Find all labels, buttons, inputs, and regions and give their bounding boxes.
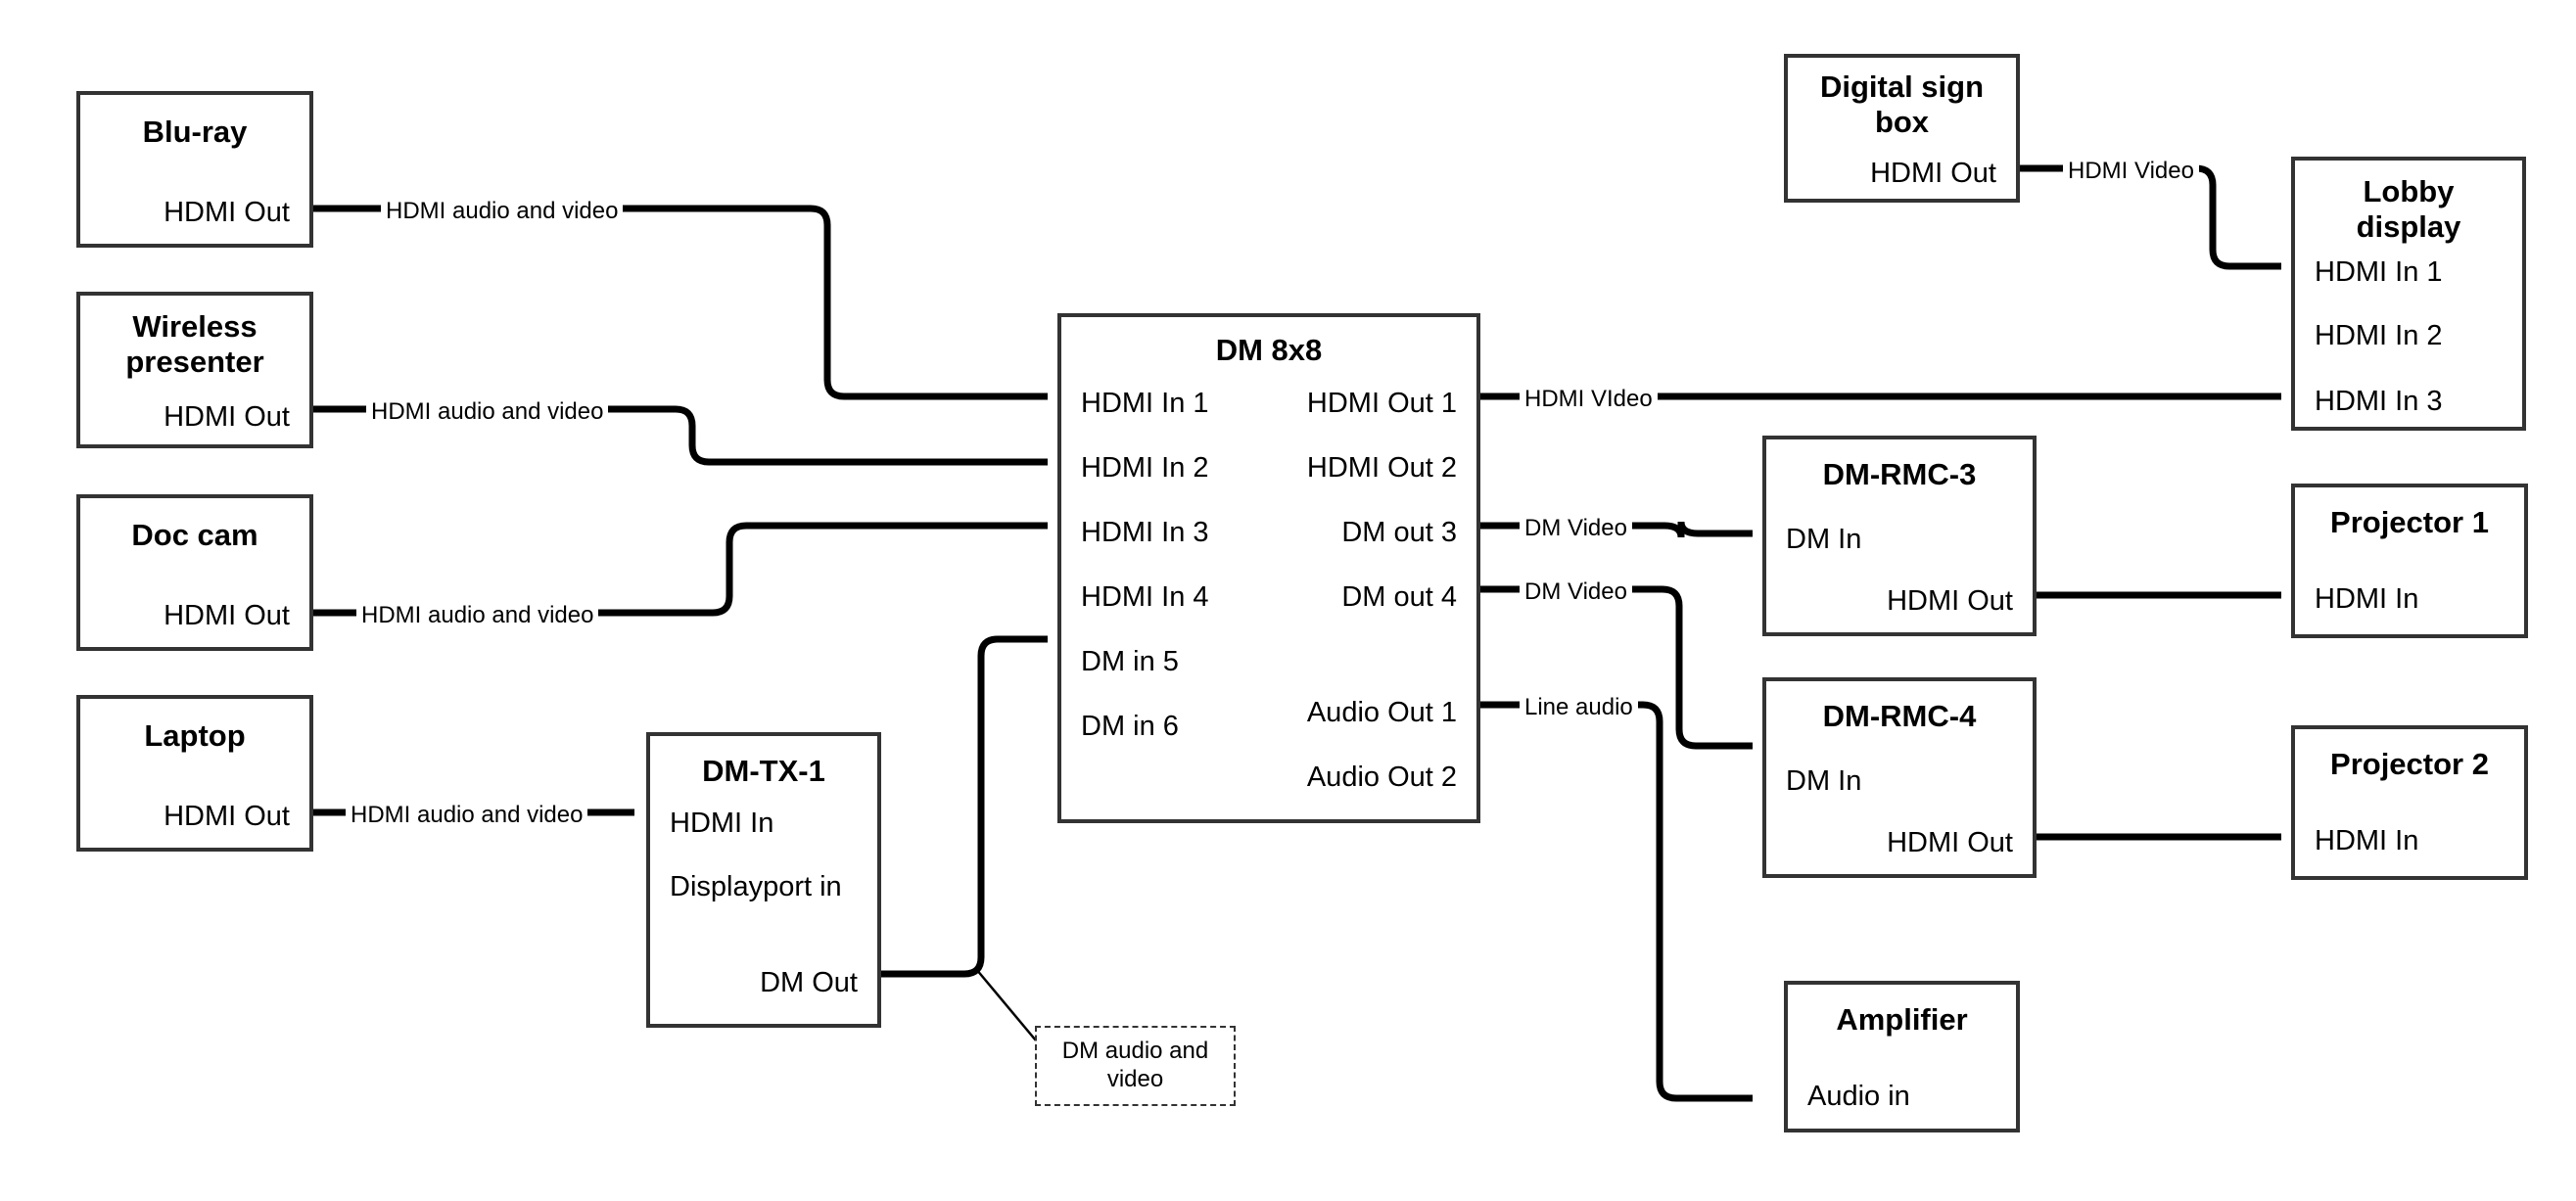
node-dm-rmc-4[interactable]: DM-RMC-4 DM In HDMI Out (1762, 677, 2037, 878)
node-doc-cam[interactable]: Doc cam HDMI Out (76, 494, 313, 651)
edge-label-dmout3-to-rmc3: DM Video (1520, 515, 1632, 542)
node-amplifier-title: Amplifier (1836, 1002, 1968, 1037)
node-bluray-title: Blu-ray (142, 115, 248, 149)
wire-dmtx1-to-dm-in5 (881, 635, 1048, 978)
wire-bluray-to-dm-in1 (313, 205, 1048, 400)
node-dm-8x8-output-dm-out-3[interactable]: DM out 3 (1341, 517, 1457, 548)
node-dm-8x8-output-hdmi-out-2[interactable]: HDMI Out 2 (1306, 452, 1457, 484)
node-wireless-presenter-port-hdmi-out[interactable]: HDMI Out (164, 401, 290, 433)
node-dm-8x8-output-audio-out-1[interactable]: Audio Out 1 (1306, 697, 1457, 728)
node-lobby-display-input-hdmi-in-2[interactable]: HDMI In 2 (2315, 320, 2443, 351)
node-digital-sign-box-title-line2: box (1874, 105, 1930, 139)
edge-label-hdmiout1-to-lobby-in3: HDMI VIdeo (1520, 386, 1658, 413)
node-dm-tx-1[interactable]: DM-TX-1 HDMI In Displayport in DM Out (646, 732, 881, 1028)
node-dm-8x8[interactable]: DM 8x8 HDMI In 1 HDMI In 2 HDMI In 3 HDM… (1057, 313, 1480, 823)
node-projector-2[interactable]: Projector 2 HDMI In (2291, 725, 2528, 880)
node-dm-8x8-title: DM 8x8 (1215, 333, 1323, 367)
node-projector-1[interactable]: Projector 1 HDMI In (2291, 484, 2528, 638)
node-dm-8x8-output-dm-out-4[interactable]: DM out 4 (1341, 581, 1457, 613)
node-wireless-presenter-title-line1: Wireless (132, 309, 258, 344)
node-dm-rmc-4-title: DM-RMC-4 (1822, 699, 1977, 733)
node-dm-rmc-3[interactable]: DM-RMC-3 DM In HDMI Out (1762, 436, 2037, 636)
wire-dmout4-to-rmc4 (1480, 585, 1753, 750)
node-dm-8x8-input-hdmi-in-2[interactable]: HDMI In 2 (1081, 452, 1209, 484)
node-dm-8x8-output-audio-out-2[interactable]: Audio Out 2 (1306, 762, 1457, 793)
edge-label-bluray-to-dm-in1: HDMI audio and video (381, 198, 624, 225)
edge-label-digitalsign-to-lobby-in1: HDMI Video (2063, 158, 2199, 185)
wire-audioout1-to-amplifier (1480, 701, 1753, 1102)
edge-label-dmout4-to-rmc4: DM Video (1520, 578, 1632, 606)
node-digital-sign-box[interactable]: Digital sign box HDMI Out (1784, 54, 2020, 203)
edge-label-wireless-to-dm-in2: HDMI audio and video (366, 398, 609, 426)
node-lobby-display-title-line1: Lobby (2363, 174, 2455, 208)
node-lobby-display[interactable]: Lobby display HDMI In 1 HDMI In 2 HDMI I… (2291, 157, 2526, 431)
node-wireless-presenter-title-line2: presenter (125, 345, 264, 379)
node-laptop-title: Laptop (144, 718, 246, 753)
node-dm-8x8-input-hdmi-in-3[interactable]: HDMI In 3 (1081, 517, 1209, 548)
wire-digitalsign-to-lobby-in1 (2020, 164, 2281, 270)
node-dm-rmc-4-port-dm-in[interactable]: DM In (1786, 765, 1862, 797)
node-dm-rmc-4-port-hdmi-out[interactable]: HDMI Out (1887, 827, 2013, 858)
node-dm-8x8-output-hdmi-out-1[interactable]: HDMI Out 1 (1306, 388, 1457, 419)
node-digital-sign-box-port-hdmi-out[interactable]: HDMI Out (1870, 158, 1996, 189)
node-lobby-display-title-line2: display (2356, 209, 2461, 244)
node-lobby-display-input-hdmi-in-3[interactable]: HDMI In 3 (2315, 386, 2443, 417)
edge-label-laptop-to-dmtx1: HDMI audio and video (346, 802, 588, 829)
node-dm-tx-1-port-displayport-in[interactable]: Displayport in (670, 871, 842, 902)
node-amplifier-port-audio-in[interactable]: Audio in (1807, 1081, 1910, 1112)
node-dm-rmc-3-port-dm-in[interactable]: DM In (1786, 524, 1862, 555)
edge-label-doccam-to-dm-in3: HDMI audio and video (356, 602, 599, 629)
leader-line-dm-note (975, 968, 1047, 1053)
node-laptop[interactable]: Laptop HDMI Out (76, 695, 313, 852)
node-dm-tx-1-port-dm-out[interactable]: DM Out (760, 967, 858, 998)
node-bluray[interactable]: Blu-ray HDMI Out (76, 91, 313, 248)
node-projector-2-title: Projector 2 (2330, 747, 2489, 781)
node-dm-8x8-input-dm-in-5[interactable]: DM in 5 (1081, 646, 1179, 677)
node-bluray-port-hdmi-out[interactable]: HDMI Out (164, 197, 290, 228)
node-dm-8x8-input-dm-in-6[interactable]: DM in 6 (1081, 711, 1179, 742)
node-digital-sign-box-title-line1: Digital sign (1819, 69, 1985, 104)
node-lobby-display-input-hdmi-in-1[interactable]: HDMI In 1 (2315, 256, 2443, 288)
node-wireless-presenter[interactable]: Wireless presenter HDMI Out (76, 292, 313, 448)
wire-dmout3-to-rmc3 (1480, 521, 1753, 538)
node-projector-1-title: Projector 1 (2330, 505, 2489, 539)
node-dm-8x8-input-hdmi-in-4[interactable]: HDMI In 4 (1081, 581, 1209, 613)
edge-label-audioout1-to-amplifier: Line audio (1520, 694, 1638, 721)
note-dm-audio-and-video: DM audio and video (1035, 1026, 1236, 1106)
node-doc-cam-port-hdmi-out[interactable]: HDMI Out (164, 600, 290, 631)
node-projector-1-port-hdmi-in[interactable]: HDMI In (2315, 583, 2419, 615)
node-dm-rmc-3-port-hdmi-out[interactable]: HDMI Out (1887, 585, 2013, 617)
wire-wireless-to-dm-in2 (313, 405, 1048, 466)
node-dm-tx-1-port-hdmi-in[interactable]: HDMI In (670, 808, 774, 839)
wire-doccam-to-dm-in3 (313, 522, 1048, 617)
node-doc-cam-title: Doc cam (131, 518, 258, 552)
node-dm-8x8-input-hdmi-in-1[interactable]: HDMI In 1 (1081, 388, 1209, 419)
node-dm-tx-1-title: DM-TX-1 (702, 754, 825, 788)
node-projector-2-port-hdmi-in[interactable]: HDMI In (2315, 825, 2419, 856)
node-amplifier[interactable]: Amplifier Audio in (1784, 981, 2020, 1132)
node-dm-rmc-3-title: DM-RMC-3 (1822, 457, 1977, 491)
node-laptop-port-hdmi-out[interactable]: HDMI Out (164, 801, 290, 832)
